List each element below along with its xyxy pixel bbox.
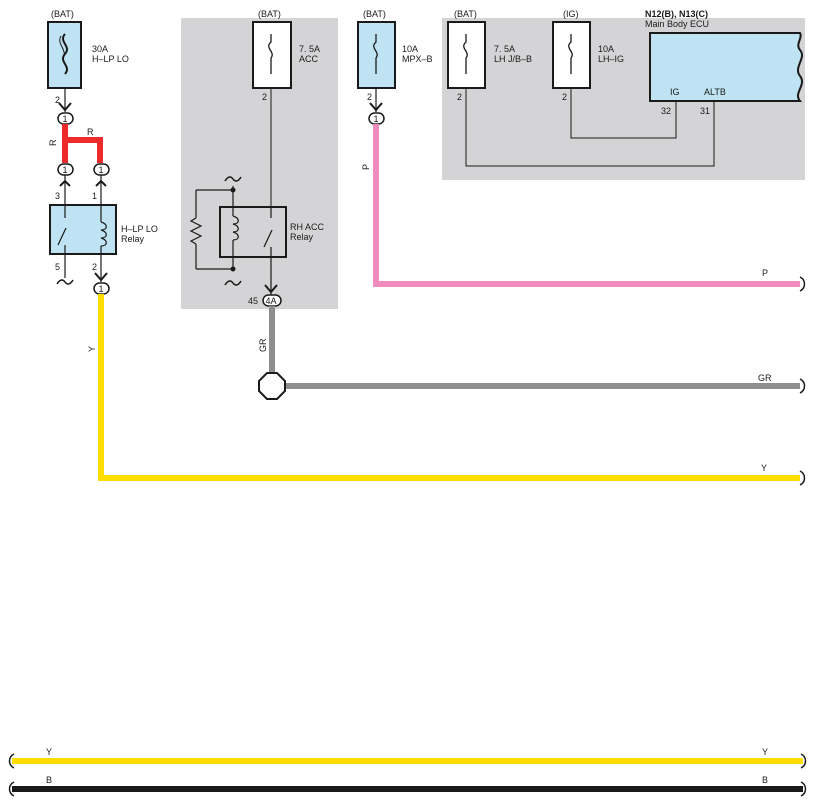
bottom-y-right-label: Y <box>762 747 768 757</box>
rhacc-relay-label-1: RH ACC <box>290 222 325 232</box>
hlp-relay-pin3: 3 <box>55 191 60 201</box>
hlp-relay-label-1: H–LP LO <box>121 224 158 234</box>
svg-text:1: 1 <box>63 165 68 175</box>
yellow-wire-label-vertical: Y <box>87 346 97 352</box>
acc-fuse-name: ACC <box>299 54 319 64</box>
gray-wire-label-end: GR <box>758 373 772 383</box>
hlp-relay-box <box>49 204 117 255</box>
lhig-fuse-icon <box>568 34 573 74</box>
pink-wire-label-end: P <box>762 268 768 278</box>
bottom-y-left-label: Y <box>46 747 52 757</box>
yellow-wire-label-end: Y <box>761 463 767 473</box>
lhjb-fuse-name: LH J/B–B <box>494 54 532 64</box>
ecu-pin-altb-num: 31 <box>700 106 710 116</box>
lhig-fuse-rating: 10A <box>598 44 614 54</box>
hlp-relay-label-2: Relay <box>121 234 145 244</box>
yellow-wire <box>98 294 800 481</box>
hlp-relay-pin5: 5 <box>55 262 60 272</box>
acc-source-label: (BAT) <box>258 9 281 19</box>
svg-text:1: 1 <box>374 114 379 124</box>
rhacc-relay-box <box>219 206 287 258</box>
lhjb-to-altb-wire <box>465 88 715 167</box>
rhacc-resistor <box>189 217 203 245</box>
hlp-relay-pin1: 1 <box>92 191 97 201</box>
bottom-b-left-label: B <box>46 775 52 785</box>
svg-text:1: 1 <box>99 165 104 175</box>
gray-wire-label-vertical: GR <box>258 338 268 352</box>
mpx-source-label: (BAT) <box>363 9 386 19</box>
red-wire-label-top: R <box>87 127 94 137</box>
hlp-fuse-rating: 30A <box>92 44 108 54</box>
lhjb-fuse-pin: 2 <box>457 92 462 102</box>
hlp-relay-pin2: 2 <box>92 262 97 272</box>
svg-text:1: 1 <box>63 114 68 124</box>
mpx-fuse-icon <box>373 34 378 74</box>
acc-fuse-icon <box>268 34 273 74</box>
hlp-fuse-name: H–LP LO <box>92 54 129 64</box>
lhjb-fuse-icon <box>463 34 468 74</box>
lhjb-source-label: (BAT) <box>454 9 477 19</box>
pink-wire-label-vertical: P <box>361 164 371 170</box>
lhjb-fuse-rating: 7. 5A <box>494 44 515 54</box>
acc-fuse-rating: 7. 5A <box>299 44 320 54</box>
hlp-source-label: (BAT) <box>51 9 74 19</box>
lhig-source-label: (IG) <box>563 9 579 19</box>
ecu-title: N12(B), N13(C) <box>645 9 708 19</box>
ecu-box <box>649 32 803 102</box>
svg-text:1: 1 <box>99 284 104 294</box>
connector-4a-pin: 45 <box>248 296 258 306</box>
svg-text:4A: 4A <box>266 296 277 306</box>
red-wire-label-left: R <box>48 139 58 146</box>
ground-splice-octagon <box>258 372 286 400</box>
hlp-relay-coil <box>100 221 107 247</box>
hlp-fuse-terminal <box>58 102 72 112</box>
mpx-fuse-rating: 10A <box>402 44 418 54</box>
ecu-pin-altb-label: ALTB <box>704 87 726 97</box>
acc-fuse-pin: 2 <box>262 92 267 102</box>
red-wire <box>62 124 103 163</box>
lhig-fuse-name: LH–IG <box>598 54 624 64</box>
ecu-pin-ig-num: 32 <box>661 106 671 116</box>
rhacc-relay-coil <box>232 215 239 241</box>
mpx-fuse-pin: 2 <box>367 92 372 102</box>
ecu-name: Main Body ECU <box>645 19 709 29</box>
hlp-relay-switch <box>57 227 67 246</box>
lhig-fuse-pin: 2 <box>562 92 567 102</box>
pink-wire <box>373 124 800 287</box>
hlp-fuse-pin: 2 <box>55 95 60 105</box>
rhacc-relay-switch <box>263 229 273 248</box>
hlp-fuse-icon <box>62 33 68 75</box>
mpx-fuse-name: MPX–B <box>402 54 433 64</box>
ecu-pin-ig-label: IG <box>670 87 680 97</box>
rhacc-relay-label-2: Relay <box>290 232 314 242</box>
lhig-to-ig-wire <box>570 88 677 139</box>
bottom-b-right-label: B <box>762 775 768 785</box>
